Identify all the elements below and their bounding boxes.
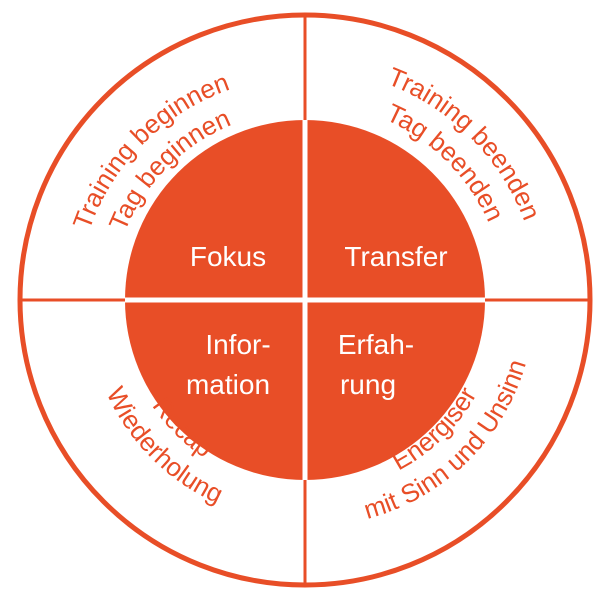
inner-label-fokus: Fokus (190, 241, 266, 272)
inner-label-erfahrung-line2: rung (340, 369, 396, 400)
inner-label-transfer: Transfer (344, 241, 447, 272)
inner-label-information-line2: mation (186, 369, 270, 400)
inner-label-erfahrung-line1: Erfah- (338, 329, 414, 360)
inner-label-information-line1: Infor- (205, 329, 270, 360)
